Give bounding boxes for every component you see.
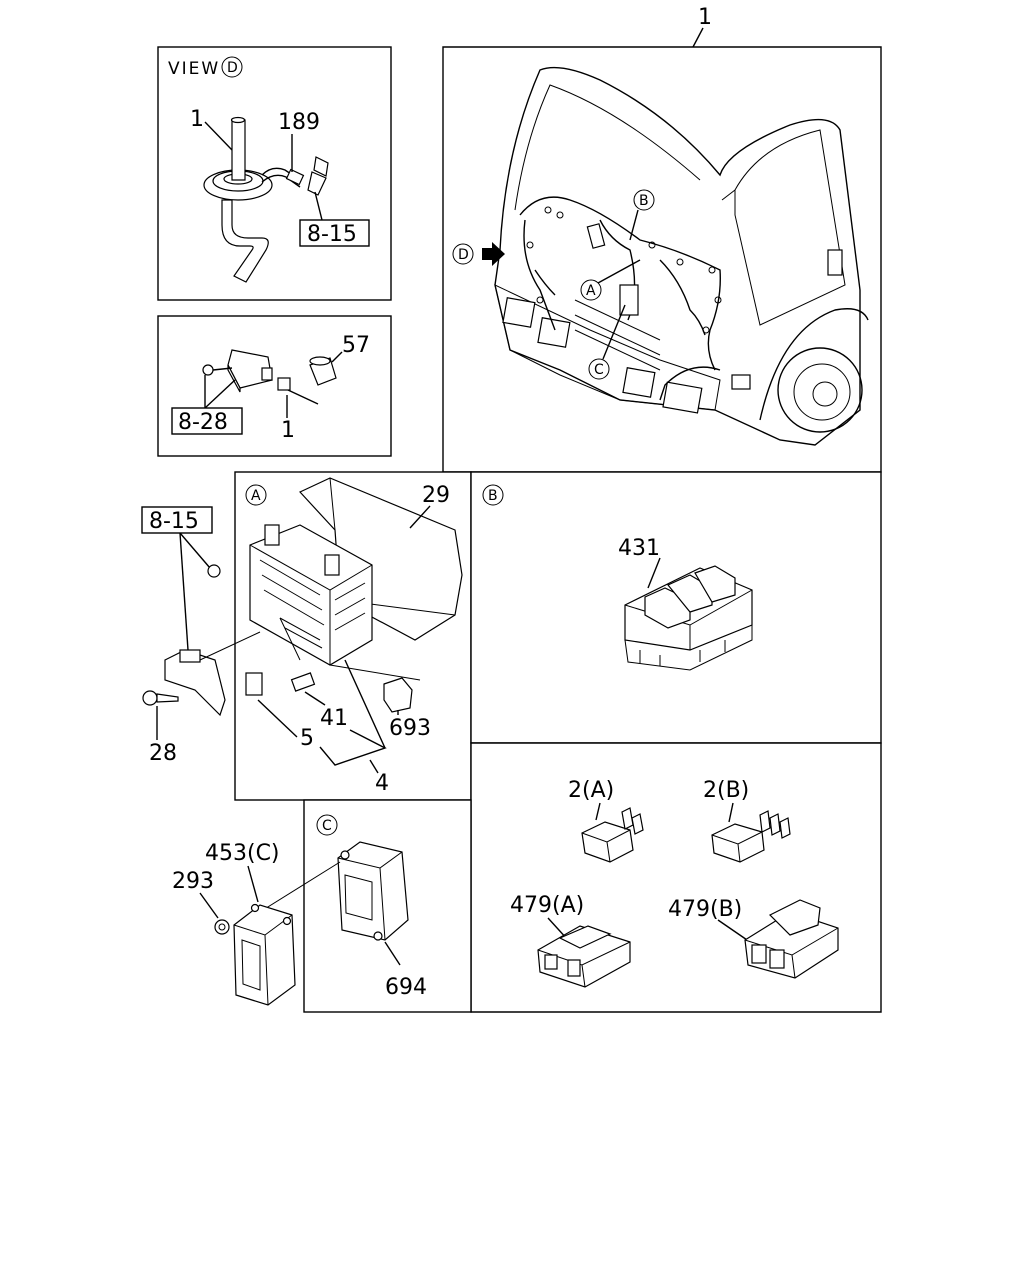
cab-drawing: B A C D	[452, 66, 869, 446]
relay-block-431-number: 431	[618, 536, 660, 561]
cab-callout-a: A	[586, 283, 596, 299]
section-b-panel: B 431	[482, 484, 753, 671]
view-direction-arrow	[482, 242, 505, 266]
cab-callout-b: B	[639, 193, 649, 209]
section-a-marker: A	[251, 488, 261, 504]
relay-small-panel: 57 8-28 1	[171, 333, 370, 443]
relay-2a-number: 2(A)	[568, 778, 614, 803]
set-4-number: 4	[375, 771, 389, 796]
frame-section-parts	[470, 742, 882, 1013]
parts-panel: 2(A) 2(B) 479(A) 479(B)	[510, 778, 839, 988]
unit-694-number: 694	[385, 975, 427, 1000]
screw-28-number: 28	[149, 741, 177, 766]
fuse-41-number: 41	[320, 706, 348, 731]
section-c-marker: C	[322, 818, 332, 834]
relay-2b-number: 2(B)	[703, 778, 749, 803]
section-c-panel: C 694	[254, 814, 427, 1000]
nut-293-number: 293	[172, 869, 214, 894]
frame-main-cab	[442, 46, 882, 473]
module-453-group: 453(C) 293	[172, 841, 296, 1006]
view-d-panel: VIEW D 1 189 8-15	[168, 56, 370, 283]
cover-29-number: 29	[422, 483, 450, 508]
relay-693-number: 693	[389, 716, 431, 741]
module-453c-number: 453(C)	[205, 841, 280, 866]
view-ref-8-15: 8-15	[307, 222, 357, 247]
title-callout: 1	[692, 5, 712, 48]
relay-wire-number: 1	[281, 418, 295, 443]
section-a-panel: A 29 8-15 28 41 693	[141, 477, 463, 796]
view-clip-number: 189	[278, 110, 320, 135]
view-label: VIEW	[168, 59, 220, 79]
section-a-ref-8-15: 8-15	[149, 509, 199, 534]
relay-57-number: 57	[342, 333, 370, 358]
conn-479b-number: 479(B)	[668, 897, 742, 922]
view-hose-number: 1	[190, 107, 204, 132]
title-number: 1	[698, 5, 712, 30]
section-b-marker: B	[488, 488, 498, 504]
cab-callout-c: C	[594, 362, 604, 378]
view-marker: D	[227, 60, 238, 76]
relay-ref-8-28: 8-28	[178, 410, 228, 435]
fuse-5-number: 5	[300, 726, 314, 751]
conn-479a-number: 479(A)	[510, 893, 584, 918]
frame-view-d	[157, 46, 392, 301]
arrow-marker: D	[458, 247, 469, 263]
